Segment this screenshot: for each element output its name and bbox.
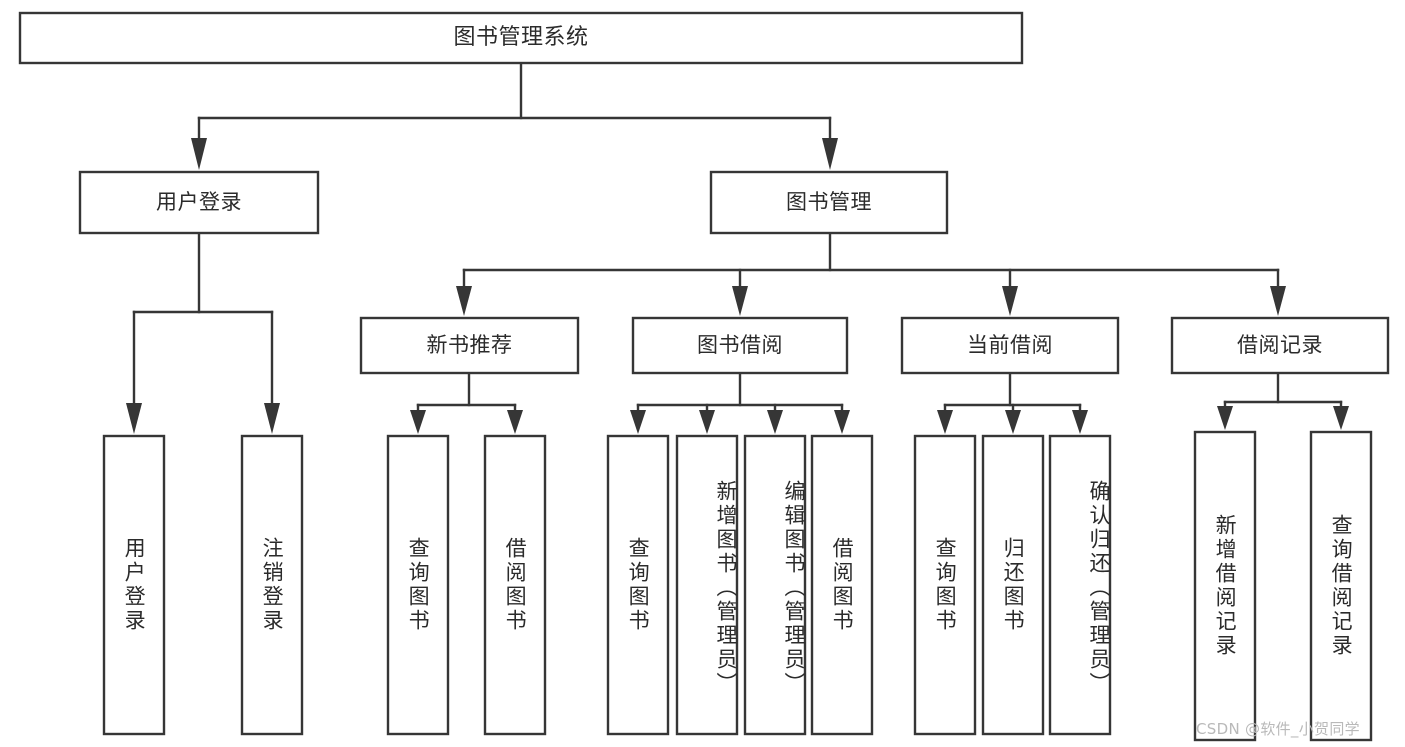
arrow-root-to-book-manage	[822, 138, 838, 170]
node-box-leaf-add-record[interactable]	[1193, 430, 1257, 742]
arrow-bb-leaf-2	[699, 410, 715, 434]
arrow-cb-leaf-1	[937, 410, 953, 434]
node-box-user-login[interactable]	[78, 170, 320, 235]
node-box-leaf-confirm-return[interactable]	[1048, 434, 1112, 736]
node-box-borrow-record[interactable]	[1170, 316, 1390, 375]
node-box-leaf-borrow-book-b[interactable]	[810, 434, 874, 736]
node-box-leaf-query-book-b[interactable]	[606, 434, 670, 736]
arrow-bb-leaf-1	[630, 410, 646, 434]
arrow-nbr-leaf-1	[410, 410, 426, 434]
arrow-bm-to-borrow-record	[1270, 286, 1286, 316]
node-box-current-borrow[interactable]	[900, 316, 1120, 375]
arrow-root-to-user-login	[191, 138, 207, 170]
node-box-leaf-query-record[interactable]	[1309, 430, 1373, 742]
node-box-leaf-borrow-book-a[interactable]	[483, 434, 547, 736]
node-box-root[interactable]	[18, 11, 1024, 65]
arrow-user-login-leaf-1	[126, 403, 142, 434]
arrow-bb-leaf-4	[834, 410, 850, 434]
arrow-bb-leaf-3	[767, 410, 783, 434]
node-box-leaf-user-login[interactable]	[102, 434, 166, 736]
arrow-cb-leaf-3	[1072, 410, 1088, 434]
arrow-br-leaf-1	[1217, 406, 1233, 430]
arrow-bm-to-new-book-rec	[456, 286, 472, 316]
connector-layer	[126, 61, 1349, 434]
arrow-bm-to-book-borrow	[732, 286, 748, 316]
node-box-new-book-rec[interactable]	[359, 316, 580, 375]
node-box-leaf-return-book[interactable]	[981, 434, 1045, 736]
arrow-user-login-leaf-2	[264, 403, 280, 434]
arrow-bm-to-current-borrow	[1002, 286, 1018, 316]
node-box-layer	[18, 11, 1390, 742]
arrow-cb-leaf-2	[1005, 410, 1021, 434]
arrow-nbr-leaf-2	[507, 410, 523, 434]
node-box-leaf-query-book-c[interactable]	[913, 434, 977, 736]
arrow-br-leaf-2	[1333, 406, 1349, 430]
node-box-leaf-logout[interactable]	[240, 434, 304, 736]
node-box-book-manage[interactable]	[709, 170, 949, 235]
node-box-book-borrow[interactable]	[631, 316, 849, 375]
node-box-leaf-add-book[interactable]	[675, 434, 739, 736]
node-box-leaf-query-book-a[interactable]	[386, 434, 450, 736]
watermark-credit: CSDN @软件_小贺同学	[1196, 720, 1360, 738]
node-box-leaf-edit-book[interactable]	[743, 434, 807, 736]
